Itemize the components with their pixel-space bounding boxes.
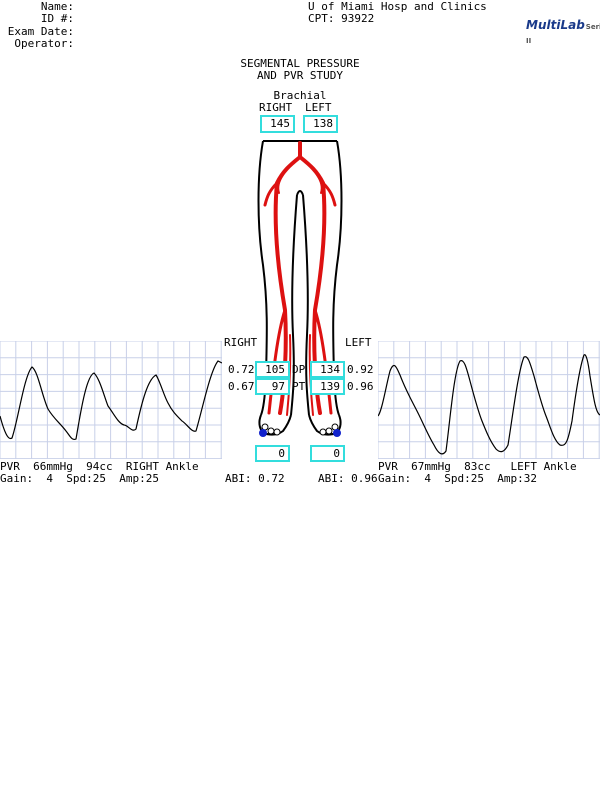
pt-left-box: 139 — [310, 378, 345, 395]
dp-right-box: 105 — [255, 361, 290, 378]
legs-diagram — [257, 140, 343, 437]
dp-right-index: 0.72 — [228, 363, 255, 376]
logo-text: MultiLab — [526, 18, 585, 32]
dp-left-index: 0.92 — [347, 363, 374, 376]
dp-left-box: 134 — [310, 361, 345, 378]
cpt-code: CPT: 93922 — [308, 12, 375, 25]
pvr-left-line1: PVR 67mmHg 83cc LEFT Ankle — [378, 460, 577, 473]
pvr-right-grid — [0, 341, 222, 459]
abi-right: ABI: 0.72 — [225, 472, 285, 485]
operator-label: Operator: — [14, 37, 74, 50]
pvr-left-line2: Gain: 4 Spd:25 Amp:32 — [378, 472, 537, 485]
brachial-right-box: 145 — [260, 115, 295, 133]
toe-left-box: 0 — [310, 445, 345, 462]
study-title-line1: SEGMENTAL PRESSURE — [240, 57, 360, 70]
left-toe-sensor — [333, 429, 341, 437]
id-label: ID #: — [40, 12, 74, 25]
pvr-left-trace — [378, 354, 600, 455]
left-side-label: LEFT — [345, 336, 372, 349]
pvr-right-line2: Gain: 4 Spd:25 Amp:25 — [0, 472, 159, 485]
pvr-right-trace — [0, 360, 222, 441]
pvr-left-grid — [378, 341, 600, 459]
pt-label: PT — [292, 380, 306, 393]
exam-date-label: Exam Date: — [7, 25, 74, 38]
name-label: Name: — [40, 0, 74, 13]
hospital-name: U of Miami Hosp and Clinics — [308, 0, 487, 13]
pt-right-index: 0.67 — [228, 380, 255, 393]
brachial-left-box: 138 — [303, 115, 338, 133]
right-side-label: RIGHT — [224, 336, 258, 349]
abi-left: ABI: 0.96 — [318, 472, 378, 485]
pvr-left-waveform — [378, 341, 600, 459]
pvr-right-waveform — [0, 341, 222, 459]
brachial-label: Brachial — [273, 89, 327, 102]
multilab-logo: MultiLabSeries II — [526, 18, 600, 46]
pt-right-box: 97 — [255, 378, 290, 395]
pt-left-index: 0.96 — [347, 380, 374, 393]
brachial-left-label: LEFT — [305, 101, 332, 114]
study-title-line2: AND PVR STUDY — [256, 69, 344, 82]
toes — [261, 423, 339, 436]
dp-label: DP — [292, 363, 306, 376]
pvr-right-line1: PVR 66mmHg 94cc RIGHT Ankle — [0, 460, 199, 473]
brachial-right-label: RIGHT — [259, 101, 293, 114]
toe-right-box: 0 — [255, 445, 290, 462]
right-toe-sensor — [259, 429, 267, 437]
logo-series: Series II — [526, 23, 600, 45]
